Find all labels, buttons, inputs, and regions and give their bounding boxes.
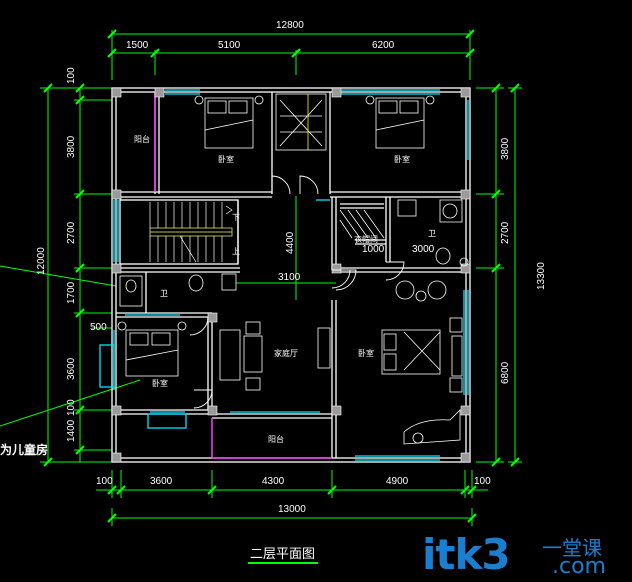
columns [111,87,471,463]
dim-left-total: 12000 [36,247,47,275]
room-family-hall: 家庭厅 [274,348,298,358]
dim-3000: 3000 [412,244,435,255]
room-master-bedroom: 卧室 [358,348,374,358]
room-labels: 阳台 卧室 卧室 下 上 衣帽间 卫 卫 家庭厅 卧室 卧室 阳台 [134,134,436,444]
dim-top-6200: 6200 [372,40,395,51]
dim-bottom-3600: 3600 [150,476,173,487]
room-balcony-top: 阳台 [134,134,150,144]
dim-bottom-100-left: 100 [96,476,113,487]
dim-left-3600: 3600 [66,357,77,380]
dim-left-1700: 1700 [66,281,77,304]
staircase [149,202,233,263]
watermark-logo: itk3 [422,530,511,579]
dim-top-5100: 5100 [218,40,241,51]
dim-right-total: 13300 [536,262,547,290]
dim-500: 500 [90,322,107,333]
windows [99,89,469,461]
dim-left-100-top: 100 [66,67,77,84]
room-bedroom-top-left: 卧室 [218,154,234,164]
dim-bottom-4900: 4900 [386,476,409,487]
stairs-up-label: 上 [232,247,240,256]
dim-right-3800: 3800 [500,137,511,160]
room-bedroom-left: 卧室 [152,378,168,388]
room-closet: 衣帽间 [354,234,378,244]
room-balcony-bottom: 阳台 [268,434,284,444]
annotation-childrens-room: 为儿童房 [0,442,48,457]
dim-top-1500: 1500 [126,40,149,51]
dim-4400: 4400 [285,231,296,254]
dim-left-100-bottom: 100 [66,399,77,416]
doors [189,175,405,409]
balcony-rails [154,92,332,459]
room-bath-right: 卫 [428,229,436,238]
dim-bottom-4300: 4300 [262,476,285,487]
dim-left-1400: 1400 [66,419,77,442]
dimension-labels: 12800 1500 5100 6200 12000 100 3800 2700… [36,20,547,515]
dim-bottom-100-right: 100 [474,476,491,487]
room-bedroom-top-right: 卧室 [394,154,410,164]
watermark-cn: 一堂课 [542,536,602,560]
dim-left-2700: 2700 [66,221,77,244]
stairs-down-label: 下 [232,213,240,222]
dim-right-6800: 6800 [500,361,511,384]
plan-title: 二层平面图 [250,547,315,562]
furniture [117,93,469,445]
dimension-lines [0,29,522,564]
dim-top-total: 12800 [276,20,304,31]
dim-left-3800: 3800 [66,135,77,158]
dim-3100: 3100 [278,272,301,283]
room-bath-left: 卫 [160,289,168,298]
dim-bottom-total: 13000 [278,504,306,515]
dim-right-2700: 2700 [500,221,511,244]
dim-1000: 1000 [362,244,385,255]
watermark: itk3 一堂课 .com [420,530,632,582]
watermark-com: .com [552,554,606,579]
